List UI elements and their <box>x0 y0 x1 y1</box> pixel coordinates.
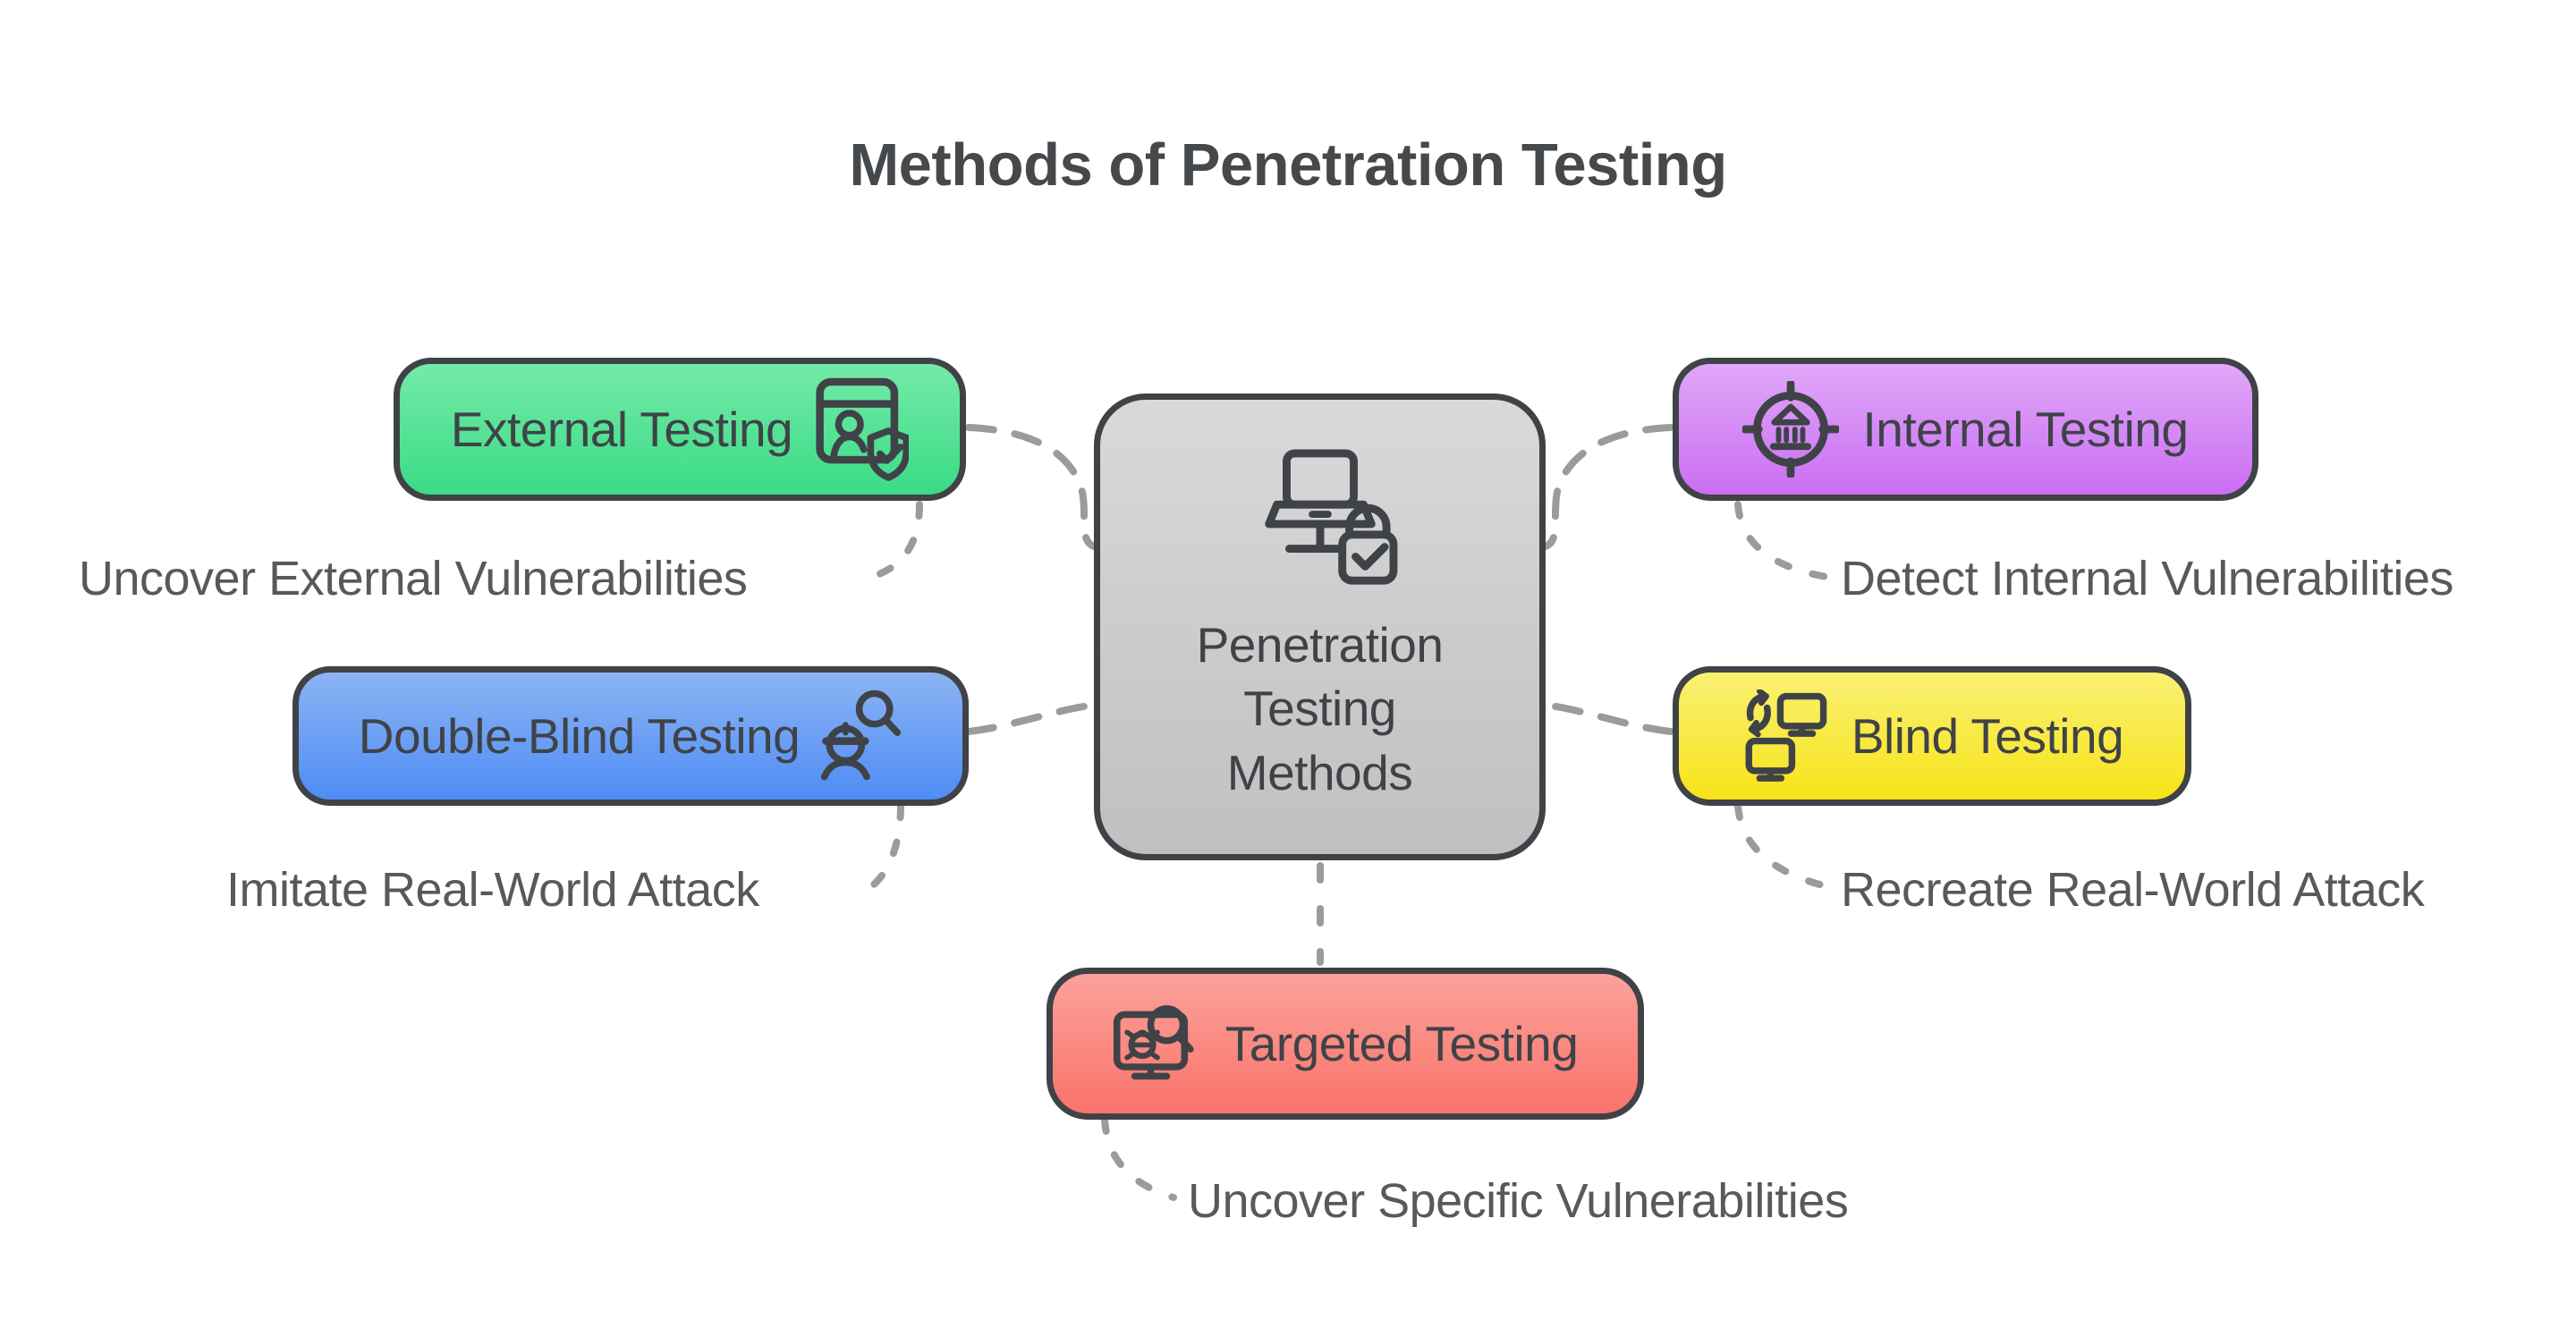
internal-testing-label: Internal Testing <box>1862 402 2189 457</box>
external-testing-label: External Testing <box>450 402 793 457</box>
connector-blind-to-caption <box>1734 802 1830 890</box>
connector-internal-to-caption <box>1734 501 1830 580</box>
node-internal-testing: Internal Testing <box>1673 358 2258 501</box>
secure-network-lock-icon <box>1264 449 1397 585</box>
connector-double-blind-to-caption <box>870 802 904 888</box>
caption-blind-testing: Recreate Real-World Attack <box>1841 863 2425 917</box>
blind-testing-label: Blind Testing <box>1851 708 2124 764</box>
caption-targeted-testing: Uncover Specific Vulnerabilities <box>1188 1174 1849 1228</box>
verified-user-window-icon <box>816 377 910 481</box>
node-external-testing: External Testing <box>394 358 966 501</box>
double-blind-testing-label: Double-Blind Testing <box>358 708 801 764</box>
node-penetration-testing-methods: Penetration Testing Methods <box>1094 393 1546 860</box>
connector-blind-to-center <box>1539 701 1674 735</box>
diagram-title: Methods of Penetration Testing <box>849 131 1727 199</box>
caption-external-testing: Uncover External Vulnerabilities <box>79 552 748 605</box>
connector-double-blind-to-center <box>965 701 1100 735</box>
connector-targeted-to-caption <box>1101 1116 1177 1201</box>
building-target-icon <box>1742 381 1840 478</box>
connector-internal-to-center <box>1539 424 1674 551</box>
connector-external-to-caption <box>871 501 923 580</box>
center-node-label: Penetration Testing Methods <box>1196 616 1444 800</box>
blindfolded-person-magnifier-icon <box>821 690 902 781</box>
caption-internal-testing: Detect Internal Vulnerabilities <box>1841 552 2453 605</box>
node-targeted-testing: Targeted Testing <box>1046 968 1644 1120</box>
node-double-blind-testing: Double-Blind Testing <box>292 666 969 806</box>
caption-double-blind-testing: Imitate Real-World Attack <box>226 863 759 917</box>
connector-external-to-center <box>965 424 1100 551</box>
node-blind-testing: Blind Testing <box>1673 666 2191 806</box>
targeted-testing-label: Targeted Testing <box>1224 1016 1579 1071</box>
bug-scan-monitor-icon <box>1113 1004 1194 1079</box>
monitors-sync-icon <box>1745 690 1827 782</box>
